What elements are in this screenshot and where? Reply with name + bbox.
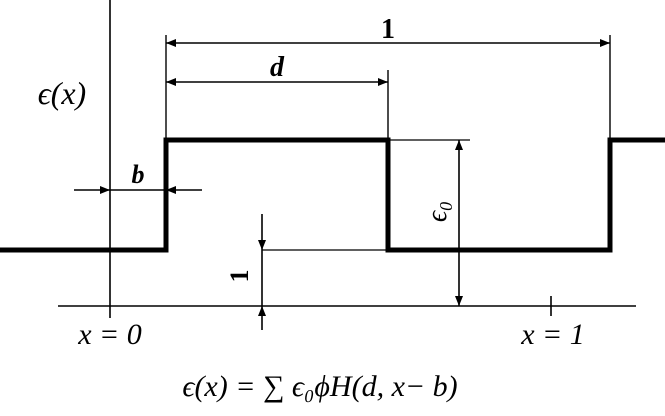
square-wave-profile [0, 137, 665, 253]
x1-label: x = 1 [520, 318, 585, 351]
period-label: 1 [381, 14, 395, 45]
x0-label: x = 0 [77, 318, 142, 351]
width-label: d [270, 52, 285, 83]
offset-label: b [132, 160, 145, 189]
amplitude-label: ϵ0 [422, 202, 456, 222]
y-axis-label: ϵ(x) [38, 75, 86, 111]
baseline-label: 1 [225, 270, 254, 283]
profile-formula: ϵ(x) = ∑ ϵ₀ϕH(d, x− b) [182, 370, 457, 403]
